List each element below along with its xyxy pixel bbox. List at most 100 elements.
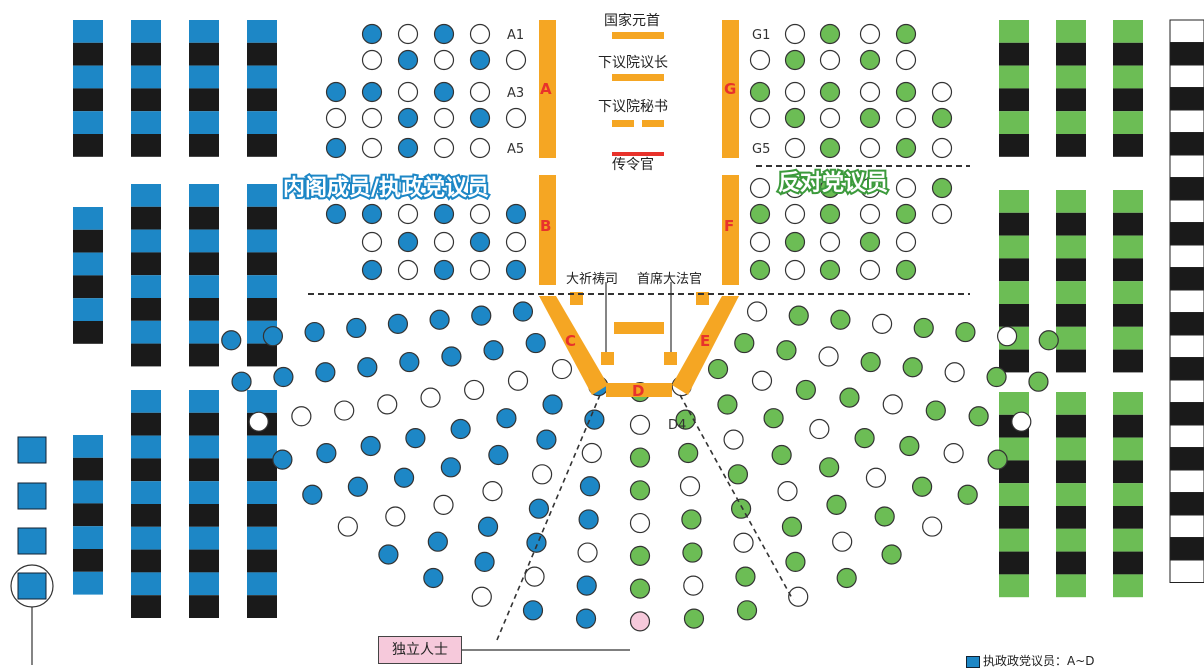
opposition-bench-seat <box>1056 326 1086 350</box>
seat <box>749 49 771 71</box>
seat <box>385 506 406 527</box>
government-bench-seat <box>247 343 277 367</box>
opposition-bench-seat <box>1056 20 1086 43</box>
seat-label-a5: A5 <box>507 142 525 157</box>
opposition-bench-seat <box>1056 281 1086 304</box>
government-side-seat <box>17 572 47 600</box>
seat <box>488 444 509 466</box>
seat <box>735 566 756 587</box>
justice-side-seat <box>696 292 709 305</box>
government-bench-seat <box>189 526 219 550</box>
opposition-bench-seat <box>1056 437 1086 461</box>
seat <box>931 81 953 103</box>
seat <box>542 394 563 415</box>
label-head-of-state: 国家元首 <box>604 13 660 29</box>
opposition-bench-seat <box>1056 349 1086 373</box>
opposition-bench-seat <box>1113 42 1143 66</box>
seat <box>819 259 841 281</box>
opposition-bench-seat <box>1113 258 1143 282</box>
seat <box>860 351 881 373</box>
seat <box>578 509 599 530</box>
seat <box>881 544 902 565</box>
seat <box>749 259 771 281</box>
seat <box>785 551 806 573</box>
unassigned-bench-seat <box>1169 222 1204 246</box>
opposition-bench-seat <box>1056 134 1086 157</box>
opposition-bench-seat <box>1056 506 1086 529</box>
seat <box>788 586 809 607</box>
seat <box>784 137 806 159</box>
opposition-bench-seat <box>1113 65 1143 89</box>
government-bench-seat <box>131 549 161 573</box>
seat <box>469 107 491 129</box>
label-speaker: 下议院议长 <box>598 55 668 71</box>
seat <box>505 107 527 129</box>
seat <box>360 435 381 457</box>
seat <box>784 23 806 45</box>
seat <box>931 203 953 225</box>
seat <box>423 567 444 589</box>
unassigned-bench-seat <box>1169 312 1204 336</box>
opposition-bench-seat <box>1056 65 1086 89</box>
government-bench-seat <box>189 275 219 298</box>
seat <box>248 411 269 432</box>
unassigned-bench-seat <box>1169 537 1204 561</box>
seat <box>315 362 336 383</box>
government-bench-seat <box>73 571 103 595</box>
government-bench-seat <box>247 275 277 298</box>
opposition-bench-seat <box>999 460 1029 484</box>
block-label-g: G <box>724 80 737 98</box>
unassigned-bench-seat <box>1169 199 1204 223</box>
seat <box>483 340 504 361</box>
seat <box>397 81 419 103</box>
seat <box>784 81 806 103</box>
seat <box>832 531 853 552</box>
unassigned-bench-seat <box>1169 559 1204 583</box>
seat <box>231 371 252 392</box>
government-bench-seat <box>73 134 103 157</box>
government-bench-seat <box>73 435 103 458</box>
opposition-bench-seat <box>1056 460 1086 484</box>
seat <box>819 203 841 225</box>
label-chief-justice: 首席大法官 <box>637 272 703 287</box>
seat <box>944 362 965 383</box>
label-chaplain: 大祈祷司 <box>566 272 619 287</box>
government-bench-seat <box>189 481 219 504</box>
government-bench-seat <box>247 504 277 527</box>
seat <box>874 506 895 527</box>
block-label-d: D <box>632 382 645 400</box>
seat <box>955 321 976 343</box>
opposition-bench-seat <box>999 437 1029 461</box>
center-table <box>614 322 664 334</box>
seat <box>575 608 597 629</box>
opposition-bench-seat <box>999 304 1029 327</box>
government-bench-seat <box>247 549 277 573</box>
seat <box>471 586 492 607</box>
seat <box>325 203 347 225</box>
government-bench-seat <box>247 111 277 134</box>
opposition-bench-seat <box>999 235 1029 259</box>
opposition-bench-seat <box>1113 235 1143 259</box>
seat <box>859 81 881 103</box>
government-bench-seat <box>247 572 277 596</box>
seat <box>474 551 495 573</box>
unassigned-bench-seat <box>1169 469 1204 493</box>
seat <box>895 231 917 253</box>
government-bench-seat <box>73 229 103 253</box>
government-bench-seat <box>131 275 161 298</box>
government-bench-seat <box>189 320 219 344</box>
seat <box>819 231 841 253</box>
government-bench-seat <box>73 457 103 481</box>
government-bench-seat <box>189 412 219 436</box>
opposition-bench-seat <box>999 574 1029 598</box>
seat <box>433 23 455 45</box>
seat <box>433 137 455 159</box>
government-bench-seat <box>247 458 277 482</box>
seat <box>895 107 917 129</box>
government-bench-seat <box>247 390 277 413</box>
clerk-seat-left <box>612 120 634 127</box>
seat <box>819 23 841 45</box>
opposition-bench-seat <box>999 65 1029 89</box>
